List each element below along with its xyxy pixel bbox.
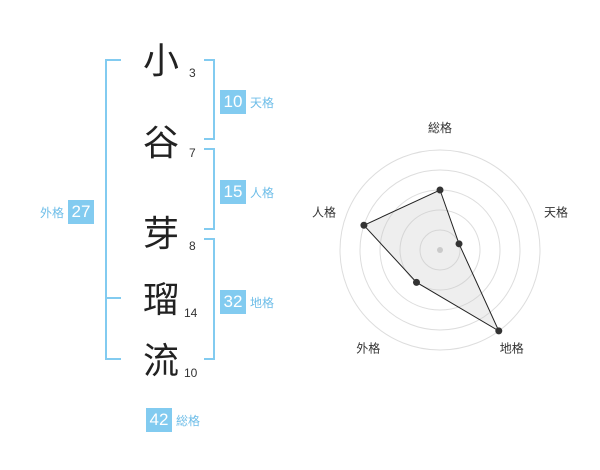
stroke-count-2: 7 <box>189 146 196 160</box>
jinkaku-bracket <box>204 148 215 230</box>
radar-point-3 <box>495 327 503 335</box>
radar-series-polygon <box>363 189 500 333</box>
gaikaku-badge: 外格 27 <box>40 200 95 224</box>
name-char-1: 小 <box>143 41 180 82</box>
radar-axis-label-4: 外格 <box>356 341 380 356</box>
tenkaku-value: 10 <box>220 90 246 114</box>
radar-center-dot <box>437 247 443 253</box>
stroke-count-3: 8 <box>189 239 196 253</box>
tenkaku-bracket <box>204 59 215 140</box>
radar-point-1 <box>436 186 444 194</box>
name-char-3: 芽 <box>143 214 180 255</box>
name-char-4: 瑠 <box>143 280 180 321</box>
radar-grid-ring-1 <box>419 229 461 271</box>
outer-bracket <box>105 59 121 360</box>
radar-point-2 <box>455 240 463 248</box>
radar-axis-label-2: 天格 <box>544 204 568 219</box>
radar-axis-label-3: 地格 <box>500 341 524 356</box>
stroke-count-1: 3 <box>189 66 196 80</box>
jinkaku-badge: 15 人格 <box>220 180 274 204</box>
soukaku-badge: 42 総格 <box>146 408 200 432</box>
soukaku-value: 42 <box>146 408 172 432</box>
radar-grid-ring-2 <box>399 209 481 291</box>
chikaku-badge: 32 地格 <box>220 290 274 314</box>
gaikaku-label: 外格 <box>40 205 65 220</box>
chikaku-value: 32 <box>220 290 246 314</box>
soukaku-label: 総格 <box>176 413 201 428</box>
radar-axis-label-5: 人格 <box>312 204 336 219</box>
radar-grid-ring-4 <box>359 169 521 331</box>
radar-point-5 <box>360 221 368 229</box>
name-char-2: 谷 <box>143 123 180 164</box>
chikaku-label: 地格 <box>250 295 275 310</box>
stroke-count-4: 14 <box>184 306 198 320</box>
tenkaku-badge: 10 天格 <box>220 90 274 114</box>
tenkaku-label: 天格 <box>250 95 275 110</box>
name-char-5: 流 <box>143 341 180 382</box>
radar-axis-label-1: 総格 <box>428 120 452 135</box>
chikaku-bracket <box>204 238 215 360</box>
radar-point-4 <box>412 278 420 286</box>
jinkaku-value: 15 <box>220 180 246 204</box>
jinkaku-label: 人格 <box>250 185 275 200</box>
stroke-count-5: 10 <box>184 366 198 380</box>
gaikaku-value: 27 <box>68 200 95 224</box>
